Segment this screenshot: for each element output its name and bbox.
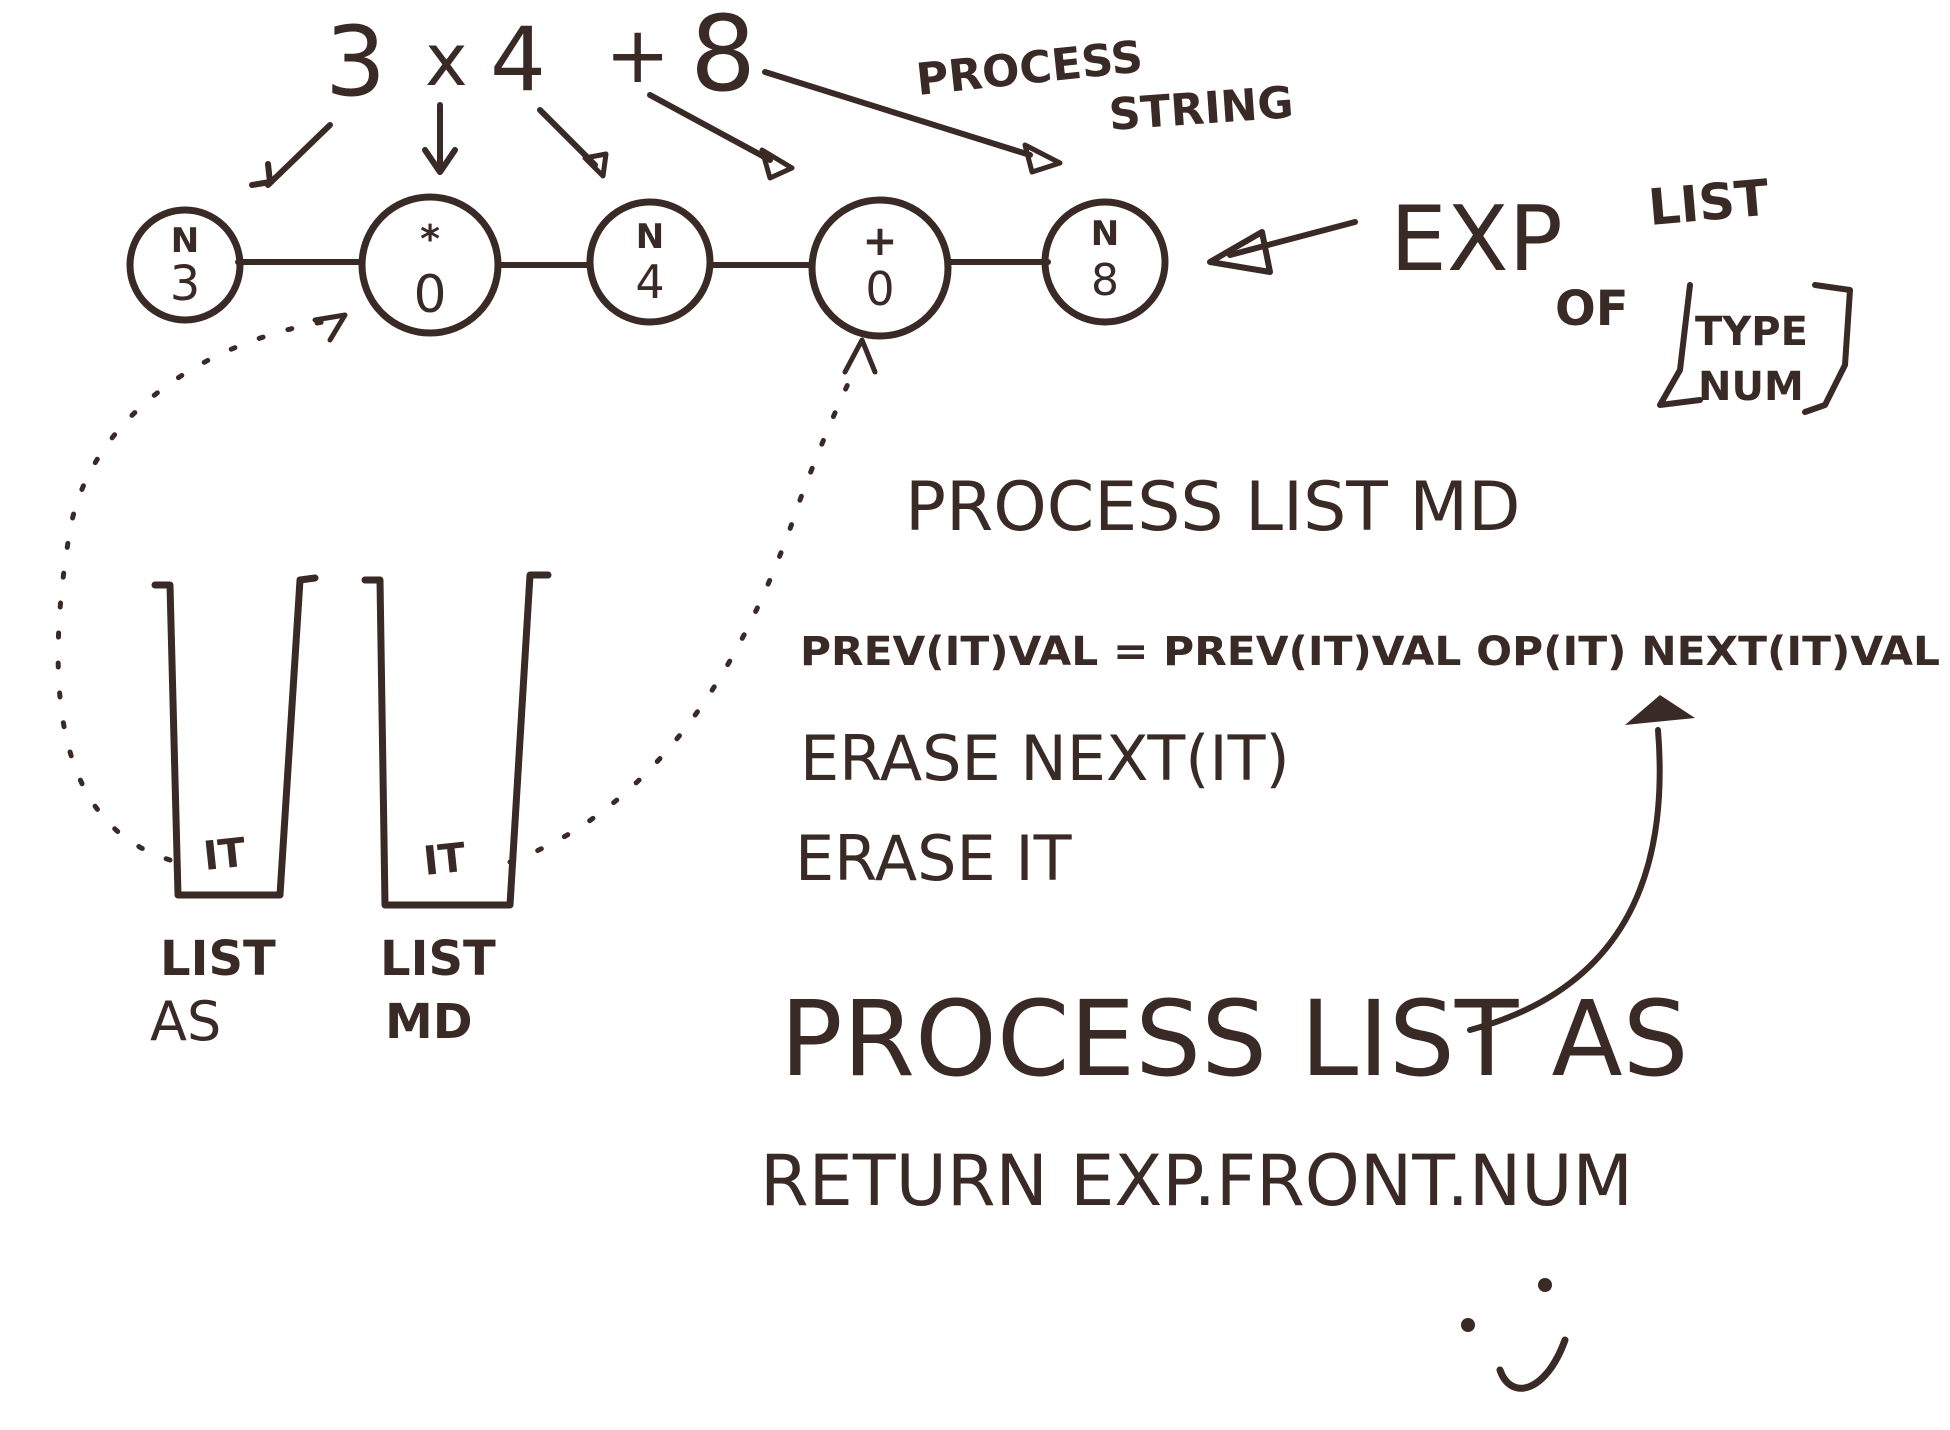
process-as-title: PROCESS LIST AS (780, 978, 1689, 1100)
num-label: NUM (1698, 364, 1804, 410)
node-type: N (1091, 214, 1119, 254)
list-node: * 0 (358, 193, 502, 337)
expression-token-3: 3 (325, 6, 386, 118)
node-value: 0 (865, 262, 894, 316)
process-string-line2: STRING (1107, 77, 1295, 141)
list-node: + 0 (808, 196, 952, 340)
expression-linked-list: N 3 * 0 N 4 + 0 N 8 (126, 193, 1169, 340)
node-value: 3 (170, 256, 201, 312)
process-md-block: PROCESS LIST MD PREV(IT)VAL = PREV(IT)VA… (795, 468, 1940, 895)
process-string-label: PROCESS STRING (914, 31, 1295, 141)
list-as-iterator: IT (201, 830, 248, 880)
node-type: * (420, 217, 440, 261)
process-as-return: RETURN EXP.FRONT.NUM (760, 1140, 1633, 1222)
node-value: 8 (1091, 255, 1119, 306)
list-md-iterator: IT (421, 835, 468, 885)
list-label: LIST (1646, 169, 1771, 237)
list-as-label-line2: AS (150, 990, 221, 1053)
list-as-container: IT LIST AS (150, 574, 319, 1053)
list-md-label-line2: MD (385, 994, 473, 1050)
expression-token-8: 8 (690, 0, 756, 115)
of-label: OF (1555, 281, 1629, 337)
expression-token-plus: + (605, 11, 670, 101)
process-as-block: PROCESS LIST AS RETURN EXP.FRONT.NUM (760, 978, 1689, 1222)
process-md-title: PROCESS LIST MD (905, 468, 1520, 547)
as-to-op-arrow (1467, 695, 1695, 1033)
process-md-step-3: ERASE IT (795, 822, 1073, 895)
node-type: N (636, 217, 664, 257)
list-node: N 8 (1041, 198, 1169, 326)
type-label: TYPE (1695, 309, 1808, 355)
expression: 3 x 4 + 8 (325, 0, 756, 118)
node-value: 4 (635, 255, 664, 309)
list-as-label-line1: LIST (160, 931, 276, 987)
expression-token-times: x (425, 18, 468, 102)
list-node: N 4 (586, 198, 714, 326)
expression-token-4: 4 (490, 8, 546, 111)
node-type: + (862, 216, 897, 265)
exp-label: EXP (1390, 187, 1563, 292)
iterator-pointers (55, 312, 878, 865)
list-node: N 3 (126, 206, 244, 324)
exp-list-label: EXP LIST OF TYPE NUM (1207, 169, 1853, 415)
node-type: N (171, 221, 199, 261)
node-value: 0 (413, 265, 446, 325)
list-md-label-line1: LIST (380, 931, 496, 987)
smiley-icon (1461, 1278, 1569, 1392)
list-md-container: IT LIST MD (361, 571, 552, 1050)
tokenize-arrows (249, 69, 1063, 188)
process-md-step-2: ERASE NEXT(IT) (800, 722, 1290, 795)
process-md-step-1: PREV(IT)VAL = PREV(IT)VAL OP(IT) NEXT(IT… (800, 629, 1940, 675)
